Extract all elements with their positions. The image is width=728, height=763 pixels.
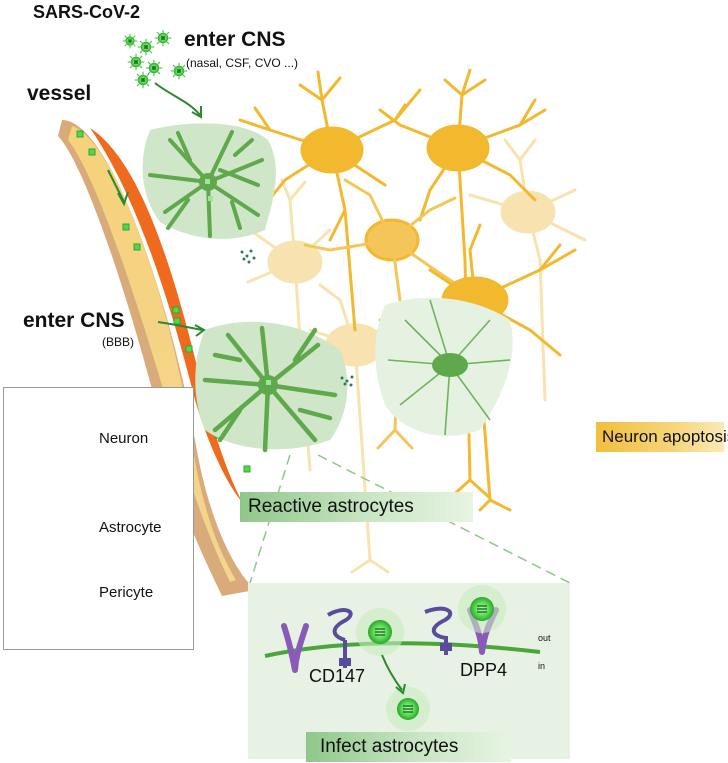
dpp4-label: DPP4 — [460, 660, 508, 680]
enter-cns-top-label: enter CNS — [184, 28, 286, 51]
legend-astrocyte-label: Astrocyte — [99, 519, 162, 536]
arrows — [154, 82, 206, 337]
neuron-faded-right — [468, 138, 587, 402]
vessel-label: vessel — [27, 82, 92, 105]
reactive-astrocytes-tag: Reactive astrocytes — [240, 492, 473, 522]
cd147-receptor — [326, 608, 353, 668]
bbb-label: (BBB) — [102, 335, 135, 349]
neuron-bright — [238, 68, 577, 512]
astrocyte-middle — [195, 321, 348, 453]
neuron-apoptosis-tag: Neuron apoptosis — [596, 422, 728, 452]
enter-cns-routes-label: (nasal, CSF, CVO ...) — [186, 56, 299, 70]
astrocyte-reactive-right — [375, 297, 513, 436]
legend — [3, 387, 194, 650]
out-label: out — [538, 633, 551, 643]
neuron-apoptosis-label: Neuron apoptosis — [602, 427, 728, 446]
in-label: in — [538, 661, 546, 671]
virus-label: SARS-CoV-2 — [33, 2, 141, 22]
infect-astrocytes-label: Infect astrocytes — [320, 736, 459, 757]
reactive-astrocytes-label: Reactive astrocytes — [248, 496, 414, 517]
legend-pericyte-label: Pericyte — [99, 584, 154, 601]
enter-cns-bbb-label: enter CNS — [23, 309, 125, 332]
receptor-left-y — [281, 623, 309, 673]
cd147-label: CD147 — [309, 666, 366, 686]
astrocyte-top — [142, 123, 276, 239]
inset-viruses — [356, 585, 506, 731]
infect-astrocytes-tag: Infect astrocytes — [306, 732, 511, 762]
legend-neuron-label: Neuron — [99, 430, 149, 447]
viral-particles — [240, 249, 354, 387]
virus-cluster-top — [122, 29, 188, 89]
